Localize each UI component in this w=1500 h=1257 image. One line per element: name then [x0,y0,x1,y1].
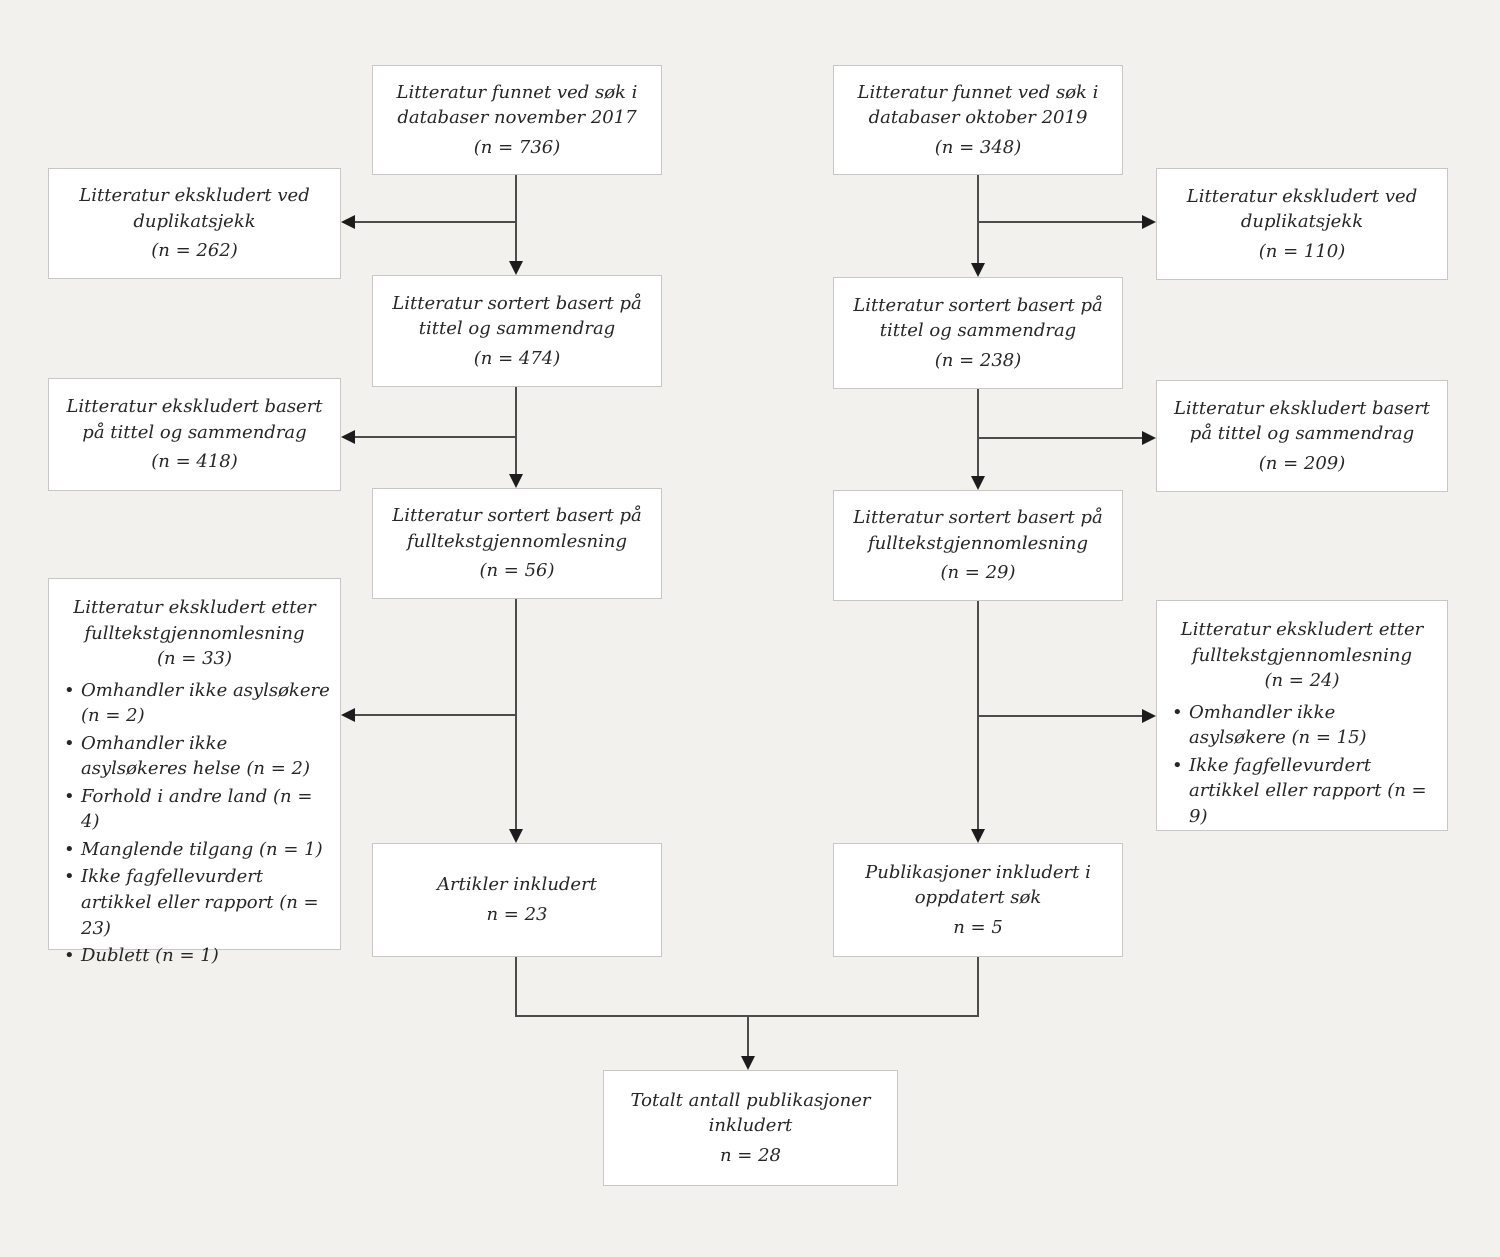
connector-right-2 [977,389,979,476]
box-count: n = 23 [486,904,548,925]
box-label: Litteratur ekskludert ved duplikatsjekk [79,185,310,232]
exclusion-reason: Omhandler ikke asylsøkeres helse (n = 2) [59,731,330,782]
box-count: (n = 238) [934,349,1022,371]
box-count: (n = 262) [151,240,238,262]
arrowhead-right [1142,215,1156,229]
exclusion-reason: Ikke fagfellevurdert artikkel eller rapp… [1167,753,1437,830]
box-search-oct-2019: Litteratur funnet ved søk i databaser ok… [833,65,1123,175]
box-total-included: Totalt antall publikasjoner inkludert n … [603,1070,898,1186]
exclusion-reason-list: Omhandler ikke asylsøkere (n = 15) Ikke … [1167,698,1437,830]
connector-left-1 [515,175,517,263]
box-label: Litteratur ekskludert basert på tittel o… [1173,397,1431,445]
connector-right-1 [977,175,979,263]
exclusion-reason: Manglende tilgang (n = 1) [59,837,330,863]
arrowhead-down [509,261,523,275]
arrowhead-right [1142,431,1156,445]
exclusion-reason: Forhold i andre land (n = 4) [59,784,330,835]
arrowhead-down [741,1056,755,1070]
arrowhead-left [341,215,355,229]
box-count: (n = 24) [1264,670,1340,692]
box-label: Litteratur funnet ved søk i databaser no… [396,81,638,129]
exclusion-reason: Dublett (n = 1) [59,943,330,969]
exclusion-reason: Omhandler ikke asylsøkere (n = 15) [1167,700,1437,751]
box-count: (n = 736) [473,136,561,158]
exclusion-reason: Omhandler ikke asylsøkere (n = 2) [59,678,330,729]
connector-left-2 [515,387,517,475]
arrowhead-down [971,829,985,843]
box-search-nov-2017: Litteratur funnet ved søk i databaser no… [372,65,662,175]
box-label: Artikler inkludert [437,874,597,896]
arrowhead-down [509,829,523,843]
box-excluded-duplicates-2019: Litteratur ekskludert ved duplikatsjekk … [1156,168,1448,280]
connector-right-excl-2 [978,437,1144,439]
box-excluded-title-abstract-2017: Litteratur ekskludert basert på tittel o… [48,378,341,491]
connector-merge-down [747,1015,749,1057]
box-label: Litteratur ekskludert etter fulltekstgje… [73,597,316,644]
box-label: Litteratur ekskludert etter fulltekstgje… [1180,619,1424,666]
box-count: n = 28 [719,1144,782,1166]
connector-right-excl-1 [978,221,1144,223]
connector-left-excl-3 [350,714,516,716]
box-count: (n = 418) [151,451,238,473]
box-count: (n = 33) [156,648,233,670]
box-label: Publikasjoner inkludert i oppdatert søk [865,861,1091,909]
connector-merge-left [515,957,517,1016]
box-sorted-fulltext-2019: Litteratur sortert basert på fulltekstgj… [833,490,1123,601]
box-publications-included-updated: Publikasjoner inkludert i oppdatert søk … [833,843,1123,957]
box-label: Litteratur ekskludert ved duplikatsjekk [1186,185,1418,233]
box-excluded-fulltext-2019: Litteratur ekskludert etter fulltekstgje… [1156,600,1448,831]
box-excluded-duplicates-2017: Litteratur ekskludert ved duplikatsjekk … [48,168,341,279]
box-label: Litteratur sortert basert på tittel og s… [392,292,642,340]
connector-right-3 [977,601,979,829]
box-count: (n = 110) [1258,240,1346,262]
arrowhead-down [971,263,985,277]
connector-left-excl-2 [350,436,516,438]
connector-left-excl-1 [350,221,516,223]
box-count: (n = 348) [934,136,1022,158]
arrowhead-right [1142,709,1156,723]
box-count: n = 5 [953,916,1003,938]
connector-right-excl-3 [978,715,1144,717]
box-label: Litteratur funnet ved søk i databaser ok… [857,81,1099,129]
arrowhead-down [509,474,523,488]
connector-merge-right [977,957,979,1016]
box-excluded-title-abstract-2019: Litteratur ekskludert basert på tittel o… [1156,380,1448,492]
box-sorted-title-abstract-2019: Litteratur sortert basert på tittel og s… [833,277,1123,389]
arrowhead-left [341,430,355,444]
box-label: Litteratur sortert basert på fulltekstgj… [392,505,642,552]
box-count: (n = 56) [479,560,555,582]
arrowhead-down [971,476,985,490]
box-articles-included-2017: Artikler inkludert n = 23 [372,843,662,957]
arrowhead-left [341,708,355,722]
box-label: Litteratur ekskludert basert på tittel o… [66,396,323,443]
box-label: Litteratur sortert basert på fulltekstgj… [853,507,1103,554]
box-excluded-fulltext-2017: Litteratur ekskludert etter fulltekstgje… [48,578,341,968]
box-label: Litteratur sortert basert på tittel og s… [853,294,1103,342]
box-sorted-fulltext-2017: Litteratur sortert basert på fulltekstgj… [372,488,662,599]
box-count: (n = 209) [1258,452,1346,474]
box-count: (n = 29) [940,562,1016,584]
exclusion-reason: Ikke fagfellevurdert artikkel eller rapp… [59,864,330,941]
box-sorted-title-abstract-2017: Litteratur sortert basert på tittel og s… [372,275,662,387]
exclusion-reason-list: Omhandler ikke asylsøkere (n = 2) Omhand… [59,676,330,969]
box-label: Totalt antall publikasjoner inkludert [630,1089,871,1137]
box-count: (n = 474) [473,347,561,369]
